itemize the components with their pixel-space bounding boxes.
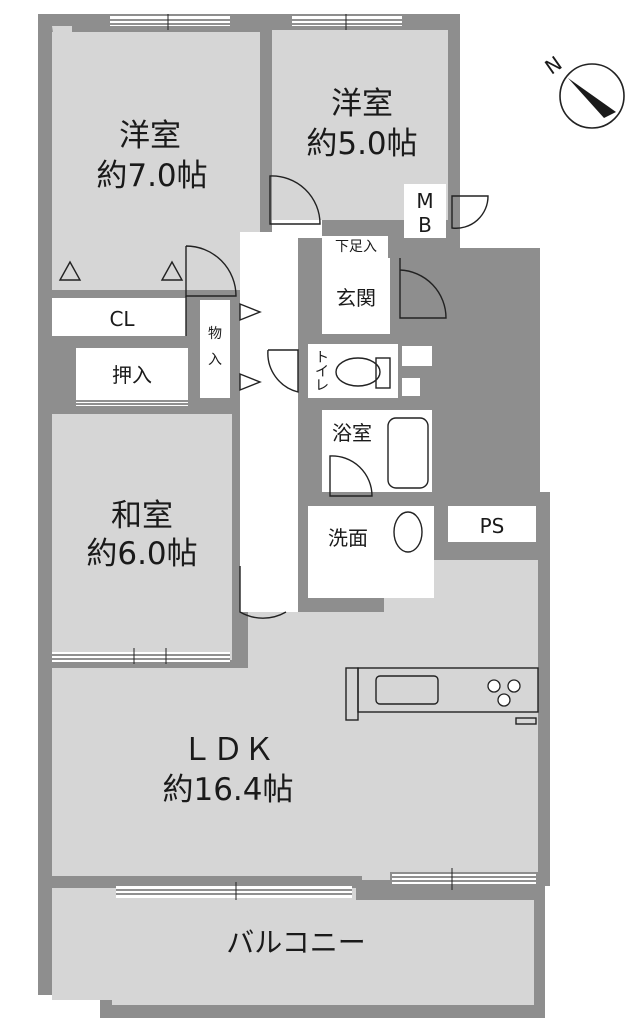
storage-label-1: 物 xyxy=(208,326,222,342)
toilet-bowl xyxy=(335,357,381,387)
closet-cl xyxy=(52,298,186,336)
meter-box-label-b: B xyxy=(418,213,432,237)
pipe-space-label: PS xyxy=(480,514,505,538)
fixtures xyxy=(335,357,539,725)
meter-box-label-m: M xyxy=(416,189,433,213)
bath-room xyxy=(322,410,432,492)
western-room-1-name: 洋室 xyxy=(119,118,181,154)
stove-burner xyxy=(507,679,521,693)
japanese-room-name: 和室 xyxy=(111,498,173,534)
toilet-label-3: レ xyxy=(315,378,329,394)
entrance-label: 玄関 xyxy=(336,286,376,310)
kitchen-sink xyxy=(375,675,439,705)
toilet-label-1: ト xyxy=(315,350,329,366)
small-labels: CL 押入 物 入 M B 下足入 玄関 ト イ レ 浴室 洗面 PS xyxy=(109,189,504,550)
oshiire-closet xyxy=(76,348,188,400)
bath-label: 浴室 xyxy=(332,421,372,445)
north-arrow-icon xyxy=(568,78,616,118)
balcony-name: バルコニー xyxy=(226,926,365,959)
western-room-2-size: 約5.0帖 xyxy=(306,126,417,162)
storage-closet xyxy=(200,300,230,398)
shoe-storage xyxy=(322,236,388,258)
closet-cl-label: CL xyxy=(109,307,135,331)
wash-basin xyxy=(393,511,423,553)
ldk-size: 約16.4帖 xyxy=(162,772,293,808)
oshiire-label: 押入 xyxy=(112,363,152,387)
stove-burner xyxy=(497,693,511,707)
room-labels: 洋室 約7.0帖 洋室 約5.0帖 和室 約6.0帖 ＬＤＫ 約16.4帖 バル… xyxy=(86,86,417,959)
ldk-floor xyxy=(52,560,538,880)
pipe-space xyxy=(448,506,536,542)
meter-box xyxy=(404,184,446,238)
hallway xyxy=(240,232,298,572)
stove-burner xyxy=(487,679,501,693)
door-swings xyxy=(58,175,489,619)
kitchen-counter xyxy=(357,667,539,713)
white-areas xyxy=(52,184,536,612)
windows xyxy=(52,14,536,900)
washroom-label: 洗面 xyxy=(328,526,368,550)
ldk-name: ＬＤＫ xyxy=(182,732,275,768)
shoe-storage-label: 下足入 xyxy=(335,239,377,255)
western-room-1-size: 約7.0帖 xyxy=(96,158,207,194)
storage-label-2: 入 xyxy=(208,352,222,368)
compass-north-label: N xyxy=(540,51,566,79)
western-room-1-floor xyxy=(52,32,260,290)
bathtub xyxy=(387,417,429,489)
room-floors xyxy=(52,26,538,1005)
toilet-label-2: イ xyxy=(315,364,329,380)
compass: N xyxy=(540,51,625,129)
entrance-floor xyxy=(322,258,390,334)
japanese-room-size: 約6.0帖 xyxy=(86,536,197,572)
western-room-2-name: 洋室 xyxy=(331,86,393,122)
japanese-room-floor xyxy=(52,414,232,660)
